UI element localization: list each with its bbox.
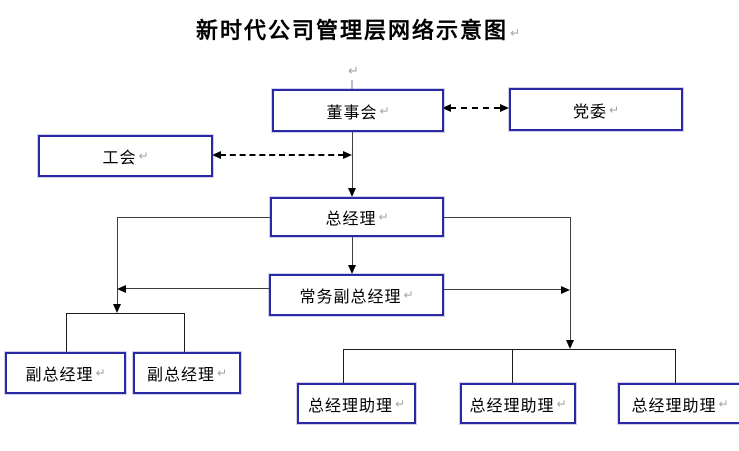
bracket-right-drop-1 (343, 349, 344, 383)
connector-board-to-gm (352, 128, 353, 189)
node-gm-assistant-1: 总经理助理↵ (297, 383, 416, 424)
node-label: 总经理助理 (631, 397, 717, 415)
paragraph-mark-icon: ↵ (608, 102, 620, 117)
node-label: 副总经理 (146, 367, 215, 384)
connector-right-vertical (570, 217, 571, 341)
arrowhead-down-icon (113, 304, 121, 313)
node-label: 董事会 (326, 104, 378, 122)
connector-stub-above-board (351, 80, 353, 92)
bracket-right-drop-3 (675, 349, 676, 383)
node-board-of-directors: 董事会↵ (272, 89, 444, 132)
paragraph-mark-icon: ↵ (348, 64, 359, 79)
node-gm-assistant-2: 总经理助理↵ (460, 383, 576, 424)
node-executive-deputy-gm: 常务副总经理↵ (269, 274, 444, 316)
node-gm-assistant-3: 总经理助理↵ (618, 383, 739, 424)
paragraph-mark-icon: ↵ (394, 396, 406, 411)
arrowhead-right-icon (500, 104, 509, 112)
arrowhead-down-icon (348, 265, 356, 274)
node-general-manager: 总经理↵ (270, 197, 444, 237)
arrowhead-left-icon (212, 151, 221, 159)
paragraph-mark-icon: ↵ (509, 26, 521, 40)
paragraph-mark-icon: ↵ (95, 366, 106, 380)
arrowhead-down-icon (566, 340, 574, 349)
arrowhead-right-icon (343, 151, 352, 159)
connector-gm-right-horizontal (440, 217, 570, 218)
node-party-committee: 党委↵ (509, 88, 683, 131)
paragraph-mark-icon: ↵ (403, 288, 414, 302)
node-label: 党委 (572, 103, 607, 121)
arrowhead-left-icon (117, 285, 126, 293)
arrowhead-down-icon (348, 188, 356, 197)
connector-evgm-left-horizontal (126, 288, 269, 289)
paragraph-mark-icon: ↵ (718, 396, 729, 411)
connector-evgm-right-horizontal (440, 289, 561, 290)
connector-gm-left-horizontal (117, 217, 270, 218)
paragraph-mark-icon: ↵ (379, 103, 390, 118)
bracket-left-drop-2 (184, 313, 185, 352)
node-labor-union: 工会↵ (38, 135, 213, 177)
paragraph-mark-icon: ↵ (216, 366, 228, 380)
arrowhead-left-icon (442, 104, 451, 112)
node-label: 总经理助理 (469, 397, 555, 415)
dashed-link-union-trunk (220, 154, 344, 156)
arrowhead-right-icon (561, 286, 570, 294)
diagram-title-text: 新时代公司管理层网络示意图 (195, 18, 508, 43)
bracket-left (66, 313, 184, 314)
node-label: 常务副总经理 (299, 289, 402, 306)
node-deputy-gm-2: 副总经理↵ (133, 352, 241, 394)
bracket-right-drop-2 (512, 349, 513, 383)
connector-gm-to-evgm (352, 233, 353, 266)
paragraph-mark-icon: ↵ (138, 149, 149, 163)
node-label: 工会 (102, 150, 137, 167)
dashed-link-board-party (450, 107, 500, 109)
diagram-title: 新时代公司管理层网络示意图↵ (0, 13, 716, 45)
connector-left-vertical (117, 217, 118, 305)
node-deputy-gm-1: 副总经理↵ (5, 352, 126, 394)
bracket-right (343, 349, 675, 350)
node-label: 副总经理 (25, 367, 94, 384)
paragraph-mark-icon: ↵ (378, 210, 389, 224)
bracket-left-drop-1 (66, 313, 67, 352)
node-label: 总经理助理 (307, 397, 393, 415)
node-label: 总经理 (325, 211, 377, 228)
paragraph-mark-icon: ↵ (556, 396, 567, 411)
